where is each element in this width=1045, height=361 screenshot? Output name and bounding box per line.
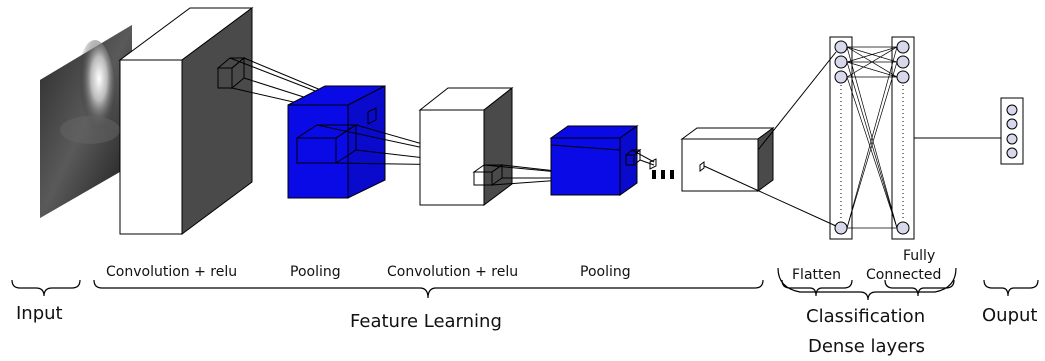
- output-layer: [1000, 97, 1024, 165]
- dense-connections: [846, 46, 898, 229]
- fully-label: Fully: [903, 248, 936, 264]
- pool2-block: [549, 125, 639, 196]
- classification-label: Classification: [806, 306, 926, 327]
- conv1-block: [118, 7, 254, 235]
- output-label: Ouput: [982, 305, 1038, 326]
- pool2-label: Pooling: [580, 264, 631, 280]
- pool1-block: [287, 85, 386, 199]
- pool1-label: Pooling: [290, 264, 341, 280]
- block-to-flatten-connections: [703, 51, 837, 227]
- conv2-label: Convolution + relu: [387, 264, 519, 280]
- flatten-label: Flatten: [792, 267, 841, 283]
- input-label: Input: [16, 303, 63, 324]
- classification-brace: [777, 267, 957, 301]
- output-brace: [983, 279, 1039, 297]
- connected-label: Connected: [866, 267, 942, 283]
- input-brace: [11, 279, 81, 297]
- final-feature-block: [680, 127, 775, 192]
- conv2-block: [418, 86, 514, 206]
- conv1-label: Convolution + relu: [106, 264, 238, 280]
- pool2-filter: [624, 148, 657, 170]
- ellipsis-dots: [652, 170, 674, 179]
- fully-connected-brace: [884, 279, 955, 297]
- feature-learning-label: Feature Learning: [350, 311, 502, 332]
- flatten-layer: [829, 36, 853, 240]
- feature-learning-brace: [93, 279, 764, 299]
- flatten-brace: [781, 279, 853, 297]
- dense-layers-label: Dense layers: [808, 336, 926, 357]
- braces: [11, 267, 1039, 301]
- input-image: [40, 25, 132, 218]
